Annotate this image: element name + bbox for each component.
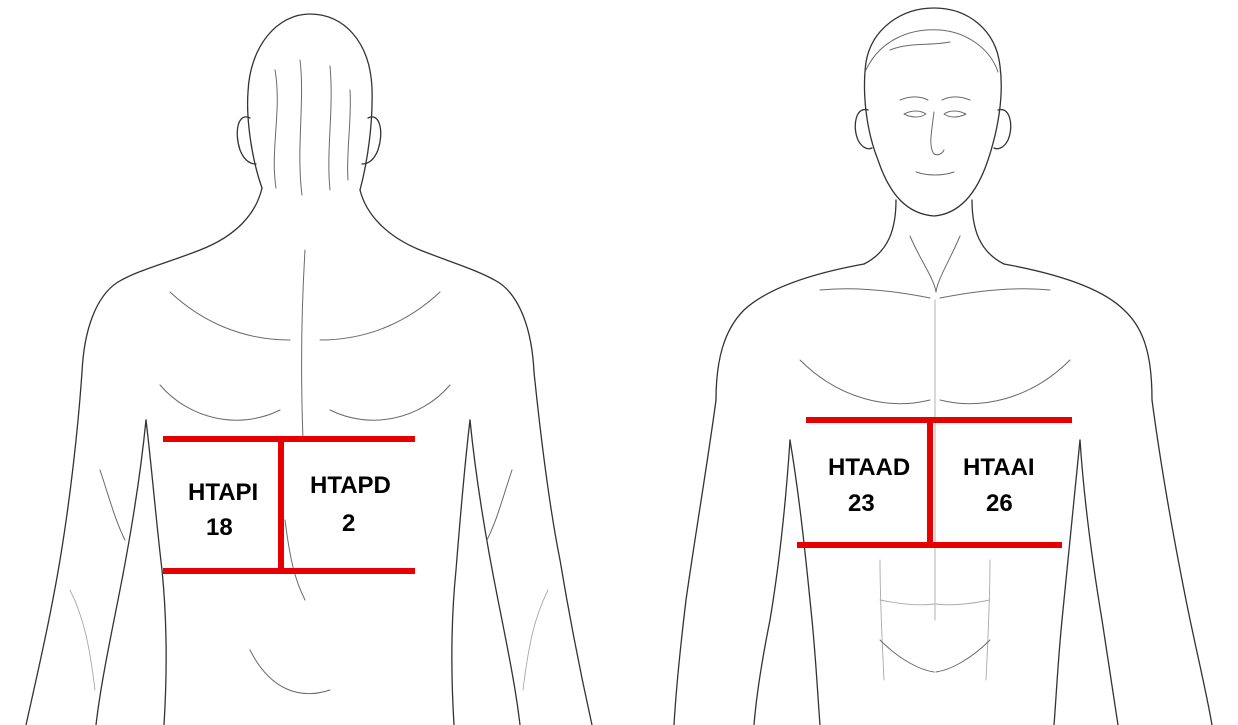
back-right-region-value: 2: [342, 512, 355, 536]
front-left-region-value: 23: [848, 492, 875, 516]
front-right-region-code: HTAAI: [963, 456, 1035, 480]
back-left-region-code: HTAPI: [188, 481, 258, 505]
back-right-region-code: HTAPD: [310, 474, 391, 498]
back-left-region-value: 18: [206, 516, 233, 540]
front-left-region-code: HTAAD: [828, 456, 910, 480]
front-right-region-value: 26: [986, 492, 1013, 516]
